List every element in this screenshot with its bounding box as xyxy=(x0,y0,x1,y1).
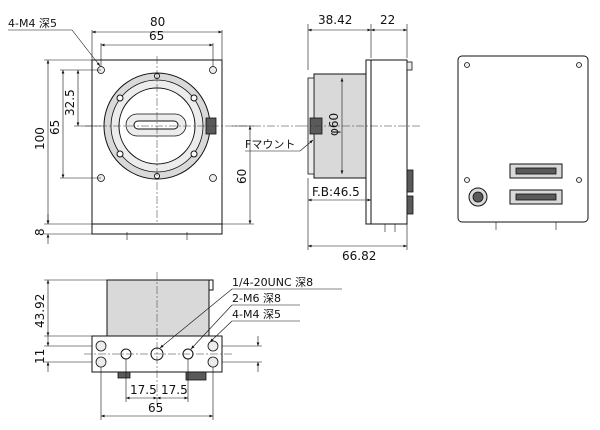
front-dim-half: 32.5 xyxy=(63,89,77,116)
front-dim-width-outer: 80 xyxy=(150,15,165,29)
side-rear-body xyxy=(370,59,408,225)
bottom-mount-profile xyxy=(106,279,210,337)
rear-view xyxy=(457,55,589,230)
bottom-m6-spec: 2-M6 深8 xyxy=(232,292,281,305)
bottom-dim-offset: 11 xyxy=(33,349,47,364)
side-dim-body: 38.42 xyxy=(318,13,352,27)
bottom-m4-hole-tl xyxy=(95,340,107,352)
bottom-dim-pitch-right: 17.5 xyxy=(161,383,188,397)
front-view: 80 65 4-M4 深5 xyxy=(8,15,300,244)
side-dim-diameter: φ60 xyxy=(327,113,341,136)
bottom-dim-height: 43.92 xyxy=(33,294,47,328)
side-mount-label: Fマウント xyxy=(245,138,295,151)
front-dim-height-inner: 65 xyxy=(48,120,62,135)
side-flange-back: F.B:46.5 xyxy=(312,185,360,199)
side-view: 38.42 22 φ60 Fマウント F.B:46.5 66.82 xyxy=(245,13,420,263)
front-dim-bottom: 8 xyxy=(33,228,47,236)
bottom-m4-spec: 4-M4 深5 xyxy=(232,308,281,321)
bottom-view: 43.92 11 1/4-20UNC 深8 2-M6 深8 4-M4 深5 17… xyxy=(33,272,342,420)
bottom-dim-pitch-left: 17.5 xyxy=(130,383,157,397)
side-dim-rear: 22 xyxy=(380,13,395,27)
front-dim-width-inner: 65 xyxy=(149,29,164,43)
bottom-dim-width: 65 xyxy=(148,401,163,415)
bottom-m4-hole-bl xyxy=(95,356,107,368)
front-dim-center-height: 60 xyxy=(235,169,249,184)
bottom-tripod-spec: 1/4-20UNC 深8 xyxy=(232,276,313,289)
front-dim-height-outer: 100 xyxy=(33,127,47,150)
bottom-m4-hole-br xyxy=(207,356,219,368)
bottom-m4-hole-tr xyxy=(207,340,219,352)
front-base xyxy=(91,223,223,235)
front-hole-spec: 4-M4 深5 xyxy=(8,17,57,30)
side-dim-total: 66.82 xyxy=(342,249,376,263)
front-hole-tr xyxy=(209,66,217,74)
front-hole-br xyxy=(209,174,217,182)
rear-body xyxy=(457,55,589,223)
